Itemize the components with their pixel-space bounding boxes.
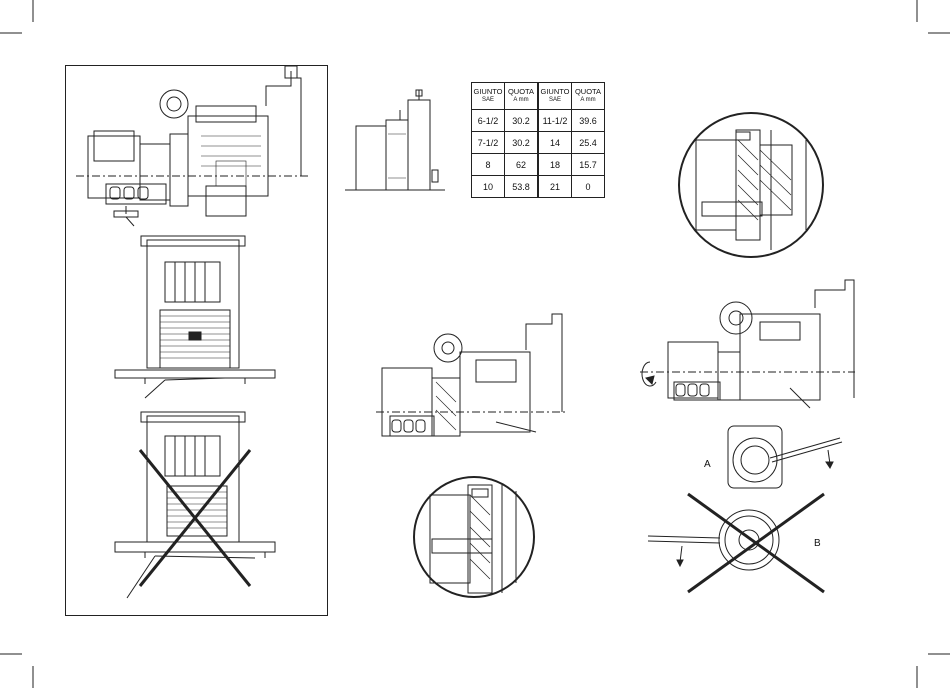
genset-coupling-view-drawing — [376, 312, 576, 442]
genset-rotation-view-drawing — [640, 278, 860, 408]
table-cell: 14 — [538, 132, 572, 154]
table-cell: 10 — [472, 176, 505, 198]
table-row: 8 62 18 15.7 — [472, 154, 605, 176]
genset-front-view-drawing — [105, 232, 305, 402]
table-cell: 39.6 — [572, 110, 605, 132]
table-cell: 11-1/2 — [538, 110, 572, 132]
label-a: A — [704, 459, 711, 470]
genset-front-view-incorrect-drawing — [105, 408, 305, 608]
table-cell: 8 — [472, 154, 505, 176]
table-cell: 62 — [505, 154, 539, 176]
table-cell: 53.8 — [505, 176, 539, 198]
coupling-detail-circle-drawing — [676, 110, 826, 260]
genset-side-view-drawing — [66, 66, 326, 226]
table-cell: 15.7 — [572, 154, 605, 176]
rotation-tool-drawing — [640, 420, 860, 600]
table-cell: 0 — [572, 176, 605, 198]
table-cell: 18 — [538, 154, 572, 176]
flywheel-detail-circle-drawing — [412, 475, 536, 599]
table-row: 10 53.8 21 0 — [472, 176, 605, 198]
table-cell: 21 — [538, 176, 572, 198]
table-cell: 7-1/2 — [472, 132, 505, 154]
table-cell: 30.2 — [505, 110, 539, 132]
table-cell: 6-1/2 — [472, 110, 505, 132]
table-row: 7-1/2 30.2 14 25.4 — [472, 132, 605, 154]
table-cell: 25.4 — [572, 132, 605, 154]
coupling-dimension-drawing — [340, 90, 450, 200]
label-b: B — [814, 538, 821, 549]
table-cell: 30.2 — [505, 132, 539, 154]
table-row: 6-1/2 30.2 11-1/2 39.6 — [472, 110, 605, 132]
